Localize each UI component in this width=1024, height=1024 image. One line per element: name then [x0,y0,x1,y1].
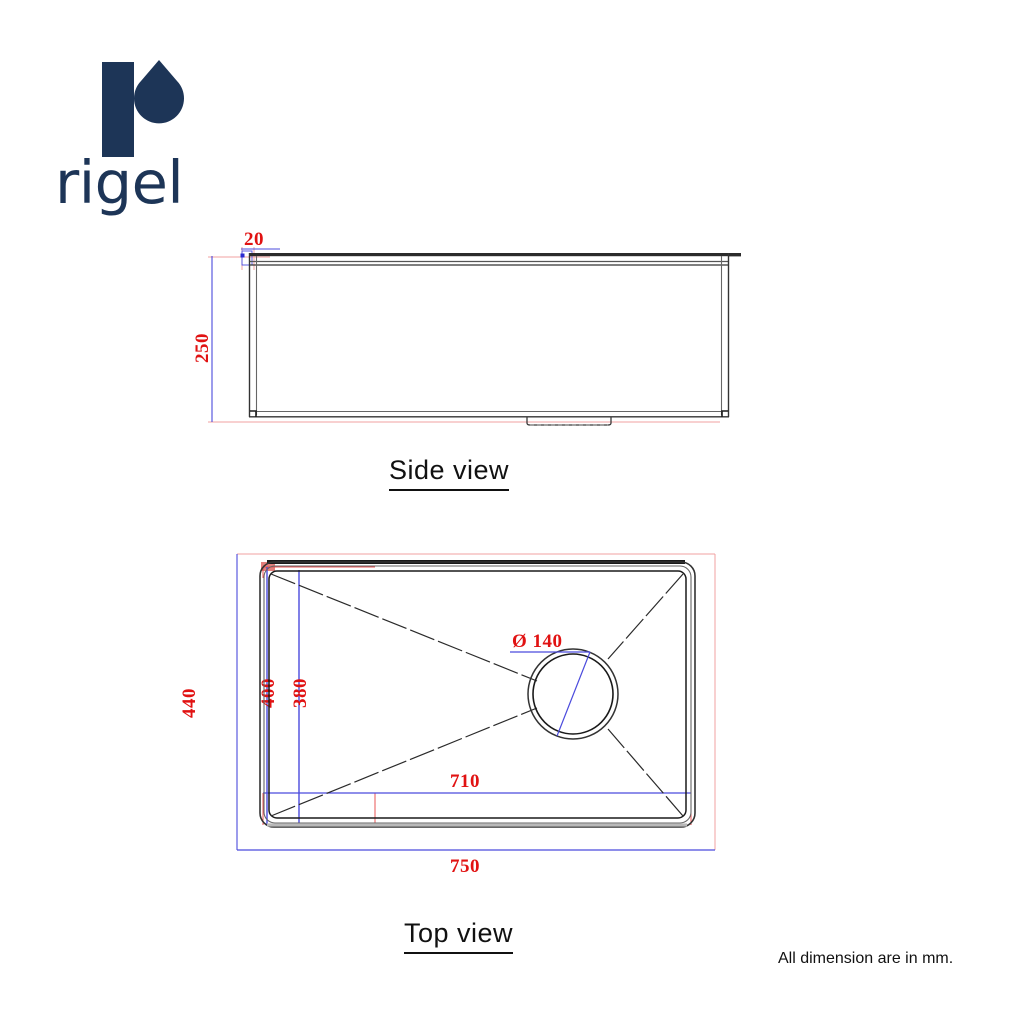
brand-wordmark: rigel [55,148,184,217]
dimension-marker [261,562,275,571]
dimension-label-250: 250 [192,333,213,363]
dimension-label-710: 710 [450,771,480,792]
drain-outer-circle [527,648,619,740]
dimension-label-750: 750 [450,856,480,877]
side-view-label-text: Side view [389,455,510,491]
dimension-marker [241,250,253,266]
dimension-arrow [240,253,245,258]
side-view-label: Side view [389,455,510,491]
rigel-logo-mark [102,60,184,157]
diameter-leader-line [556,651,591,737]
drain-inner-circle [532,653,614,735]
dimension-label-20: 20 [244,229,264,250]
top-view-label: Top view [404,918,514,954]
brand-logo: rigel [55,55,255,225]
dimension-label-diameter: Ø 140 [512,631,563,652]
dimension-label-380: 380 [290,678,311,708]
side-view-drawing: 20 250 [192,229,741,426]
units-note: All dimension are in mm. [778,950,954,967]
dimension-label-440: 440 [179,688,200,718]
top-view-drawing: 440 400 380 710 750 Ø 140 [179,553,716,877]
top-view-label-text: Top view [404,918,514,954]
